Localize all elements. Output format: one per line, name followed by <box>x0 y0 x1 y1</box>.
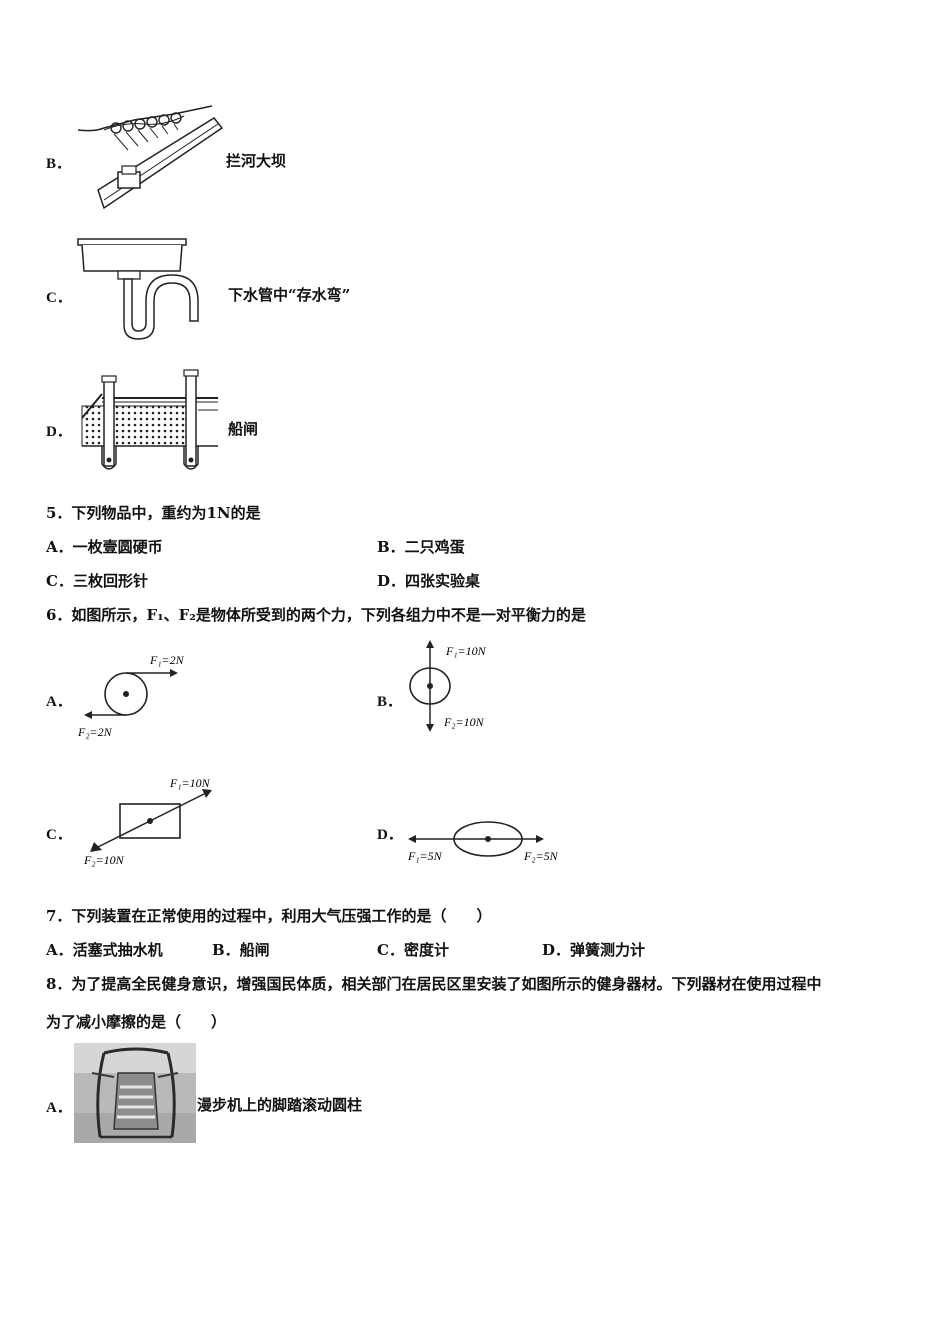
force-a-f1-label: F₁=2N <box>149 653 185 667</box>
q6-option-b-label: B． <box>377 694 403 710</box>
q4-option-d-label: D． <box>46 424 72 440</box>
q8-stem-line1: 8．为了提高全民健身意识，增强国民体质，相关部门在居民区里安装了如图所示的健身器… <box>46 975 822 993</box>
force-diagram-c: F₁=10N F₂=10N <box>83 776 212 867</box>
q7-option-d: D．弹簧测力计 <box>542 941 646 959</box>
q8-stem-line2: 为了减小摩擦的是（ ） <box>46 1013 227 1031</box>
q7-stem: 7．下列装置在正常使用的过程中，利用大气压强工作的是（ ） <box>46 907 492 925</box>
q6-option-a-label: A． <box>46 694 72 710</box>
q4-option-b-text: 拦河大坝 <box>226 152 287 170</box>
dam-illustration <box>77 105 224 210</box>
force-c-f1-label: F₁=10N <box>169 776 211 790</box>
force-d-f2-label: F₂=5N <box>523 849 559 863</box>
q5-option-d: D．四张实验桌 <box>377 572 481 590</box>
q4-option-d-text: 船闸 <box>228 420 259 438</box>
ship-lock-illustration <box>81 369 218 470</box>
force-diagram-a: F₁=2N F₂=2N <box>77 653 185 739</box>
force-diagram-d: F₁=5N F₂=5N <box>407 821 559 863</box>
force-c-f2-label: F₂=10N <box>83 853 125 867</box>
force-b-f1-label: F₁=10N <box>445 644 487 658</box>
drain-trap-illustration <box>77 238 199 340</box>
q4-option-c-text: 下水管中“存水弯” <box>228 286 351 304</box>
q5-stem: 5．下列物品中，重约为1N的是 <box>46 504 261 522</box>
q5-option-b: B．二只鸡蛋 <box>377 538 465 556</box>
force-diagram-b: F₁=10N F₂=10N <box>409 640 487 732</box>
walking-machine-photo <box>74 1043 196 1143</box>
q7-option-b: B．船闸 <box>212 941 270 959</box>
force-d-f1-label: F₁=5N <box>407 849 443 863</box>
q5-option-c: C．三枚回形针 <box>46 572 148 590</box>
force-b-f2-label: F₂=10N <box>443 715 485 729</box>
q4-option-b-label: B． <box>46 156 72 172</box>
q6-stem: 6．如图所示，F₁、F₂是物体所受到的两个力，下列各组力中不是一对平衡力的是 <box>46 606 586 624</box>
q8-option-a-label: A． <box>46 1100 72 1116</box>
q7-option-c: C．密度计 <box>377 941 449 959</box>
q5-option-a: A．一枚壹圆硬币 <box>46 538 163 556</box>
q7-option-a: A．活塞式抽水机 <box>46 941 163 959</box>
q6-option-c-label: C． <box>46 827 72 843</box>
force-a-f2-label: F₂=2N <box>77 725 113 739</box>
q6-option-d-label: D． <box>377 827 403 843</box>
q8-option-a-text: 漫步机上的脚踏滚动圆柱 <box>197 1096 363 1114</box>
q4-option-c-label: C． <box>46 290 72 306</box>
